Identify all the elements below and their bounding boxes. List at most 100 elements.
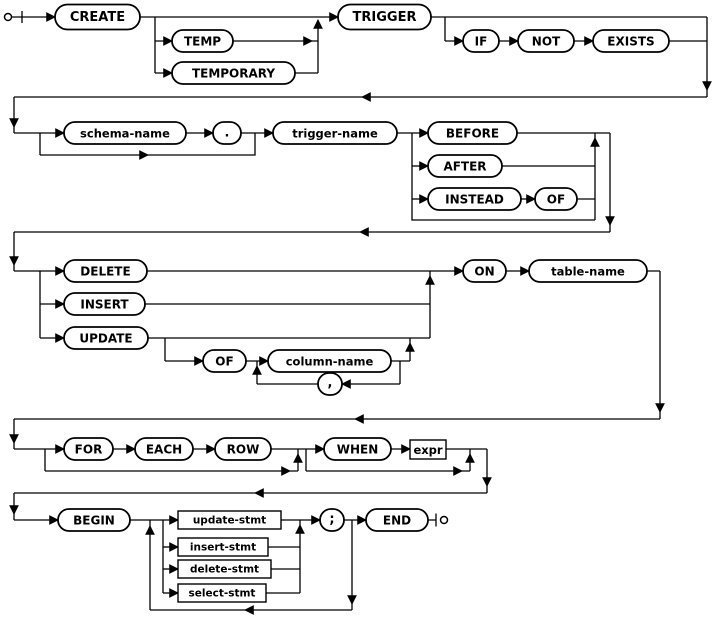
node-trigger-name: trigger-name — [272, 121, 398, 145]
node-when: WHEN — [323, 437, 392, 461]
label-if: IF — [475, 35, 488, 49]
label-update-stmt: update-stmt — [193, 515, 266, 527]
bubble — [63, 437, 114, 461]
node-each: EACH — [134, 437, 194, 461]
box — [177, 510, 282, 530]
node-row: ROW — [214, 437, 272, 461]
label-update: UPDATE — [79, 332, 132, 346]
label-temp: TEMP — [184, 35, 221, 49]
label-delete: DELETE — [80, 265, 130, 279]
label-comma: , — [328, 376, 333, 391]
bubble — [134, 437, 194, 461]
node-not: NOT — [517, 29, 575, 53]
bubble — [267, 349, 392, 373]
bubble — [337, 3, 432, 31]
end-terminal — [435, 513, 449, 527]
label-dot: . — [225, 126, 230, 141]
label-before: BEFORE — [446, 127, 499, 141]
label-on: ON — [474, 265, 494, 279]
node-on: ON — [462, 259, 507, 283]
label-insert-stmt: insert-stmt — [190, 542, 256, 554]
node-insert-stmt: insert-stmt — [177, 537, 269, 557]
bubble — [528, 259, 648, 283]
start-circle-icon — [3, 12, 13, 22]
node-update: UPDATE — [63, 326, 149, 350]
bubble — [63, 121, 187, 145]
node-dot: . — [212, 121, 242, 145]
bubble — [517, 29, 575, 53]
node-after: AFTER — [427, 154, 503, 178]
node-select-stmt: select-stmt — [177, 583, 267, 603]
label-delete-stmt: delete-stmt — [190, 564, 259, 576]
bubble — [54, 3, 141, 31]
bubble — [462, 29, 500, 53]
label-of2: OF — [215, 355, 233, 369]
label-of: OF — [547, 193, 565, 207]
node-comma: , — [317, 372, 343, 396]
node-insert: INSERT — [63, 292, 146, 316]
node-of: OF — [534, 187, 578, 211]
label-semicolon: ; — [329, 512, 334, 527]
node-instead: INSTEAD — [427, 187, 522, 211]
node-temporary: TEMPORARY — [171, 61, 296, 85]
label-after: AFTER — [443, 160, 486, 174]
node-schema-name: schema-name — [63, 121, 187, 145]
label-begin: BEGIN — [73, 514, 115, 528]
node-temp: TEMP — [171, 29, 234, 53]
bubble — [534, 187, 578, 211]
label-select-stmt: select-stmt — [189, 588, 256, 600]
bubble — [365, 508, 429, 532]
bubble — [592, 29, 670, 53]
bubble — [212, 121, 242, 145]
label-not: NOT — [532, 35, 561, 49]
bubble — [317, 372, 343, 396]
node-update-stmt: update-stmt — [177, 510, 282, 530]
label-column-name: column-name — [286, 355, 374, 369]
bubble — [427, 121, 518, 145]
bubble — [323, 437, 392, 461]
label-instead: INSTEAD — [445, 193, 504, 207]
node-table-name: table-name — [528, 259, 648, 283]
bubble — [63, 292, 146, 316]
label-for: FOR — [75, 443, 103, 457]
box — [177, 537, 269, 557]
end-circle-icon — [439, 515, 449, 525]
node-begin: BEGIN — [57, 508, 131, 532]
node-trigger: TRIGGER — [337, 3, 432, 31]
node-column-name: column-name — [267, 349, 392, 373]
node-of-columns: OF — [202, 349, 247, 373]
node-delete: DELETE — [63, 259, 148, 283]
label-insert: INSERT — [80, 298, 129, 312]
box — [409, 439, 447, 460]
node-delete-stmt: delete-stmt — [177, 559, 272, 579]
node-expr: expr — [409, 439, 447, 460]
label-exists: EXISTS — [607, 35, 654, 49]
bubble — [214, 437, 272, 461]
label-schema-name: schema-name — [80, 127, 170, 141]
box — [177, 559, 272, 579]
bubble — [272, 121, 398, 145]
bubble — [171, 29, 234, 53]
connector-lines — [9, 12, 712, 615]
label-when: WHEN — [337, 443, 379, 457]
bubble — [57, 508, 131, 532]
label-expr: expr — [413, 443, 442, 457]
bubble — [171, 61, 296, 85]
bubble — [427, 187, 522, 211]
label-table-name: table-name — [551, 265, 625, 279]
node-before: BEFORE — [427, 121, 518, 145]
node-create: CREATE — [54, 3, 141, 31]
label-trigger: TRIGGER — [353, 10, 417, 25]
label-create: CREATE — [70, 10, 125, 25]
node-if: IF — [462, 29, 500, 53]
label-trigger-name: trigger-name — [292, 127, 378, 141]
bubble — [462, 259, 507, 283]
box — [177, 583, 267, 603]
label-row: ROW — [227, 443, 260, 457]
label-each: EACH — [146, 443, 182, 457]
bubble — [63, 259, 148, 283]
node-semicolon: ; — [319, 508, 345, 532]
bubble — [427, 154, 503, 178]
